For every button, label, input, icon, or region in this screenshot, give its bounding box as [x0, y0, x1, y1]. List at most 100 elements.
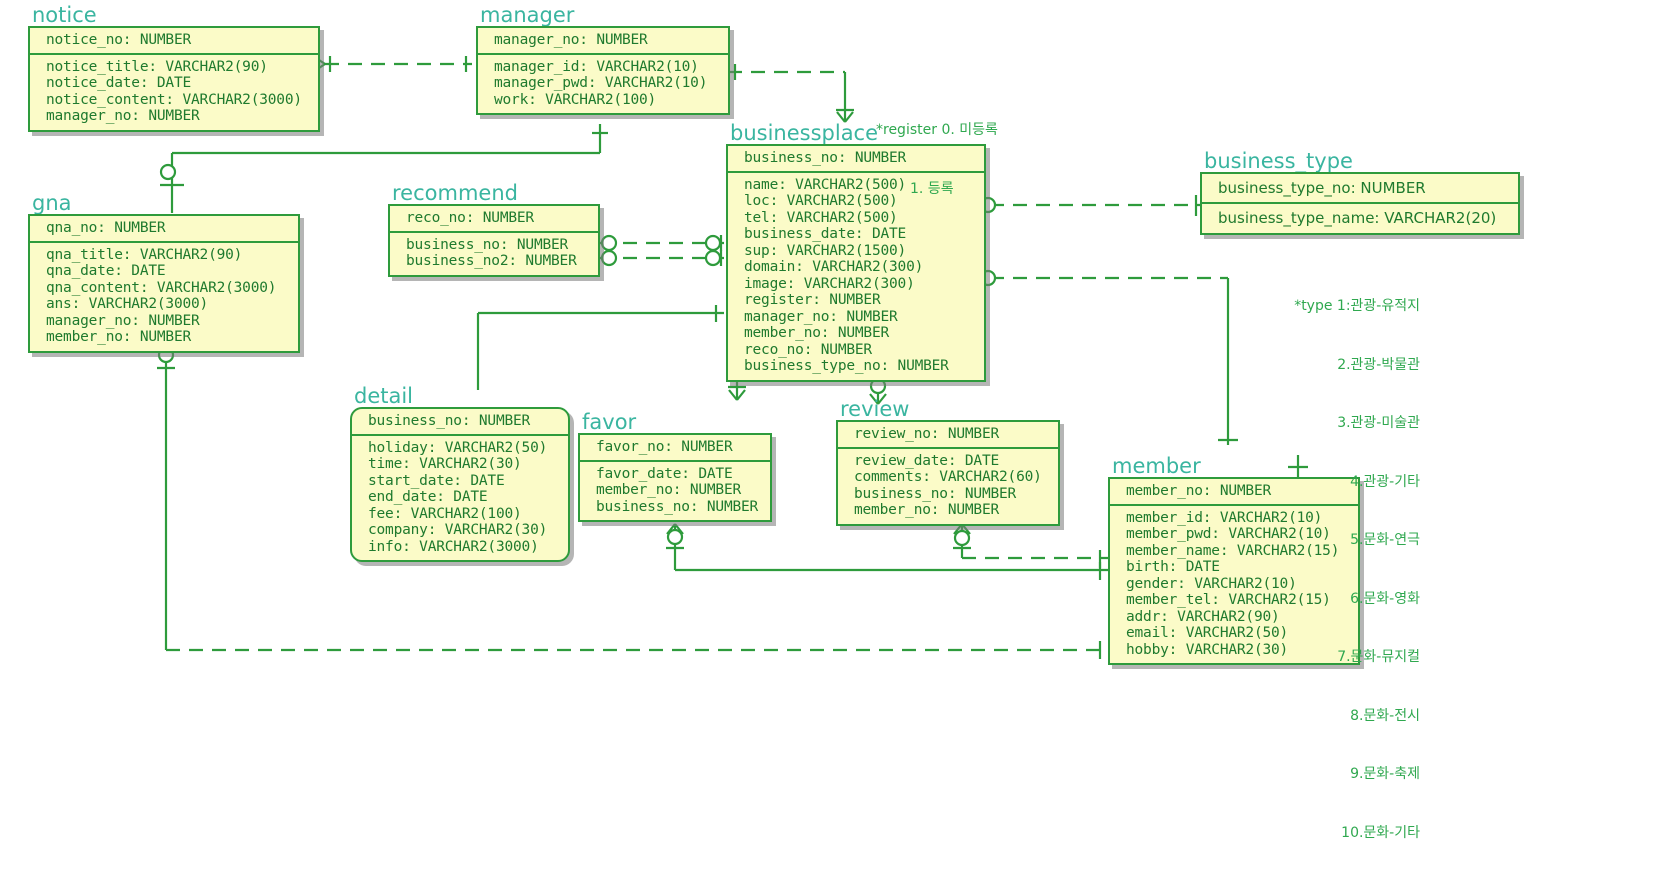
entity-title: detail: [354, 384, 414, 408]
attribute-row: holiday: VARCHAR2(50): [368, 439, 548, 456]
attribute-row: member_pwd: VARCHAR2(10): [1126, 526, 1331, 542]
note-line: 1. 등록: [910, 180, 954, 197]
entity-favor[interactable]: favor favor_no: NUMBER favor_date: DATE …: [578, 411, 772, 522]
note-line: *register 0. 미등록: [876, 122, 998, 138]
entity-title: notice: [32, 3, 97, 27]
attribute-row: fee: VARCHAR2(100): [368, 505, 522, 522]
attribute-row: qna_content: VARCHAR2(3000): [46, 279, 277, 296]
attribute-row: business_date: DATE: [744, 226, 907, 242]
entity-title: gna: [32, 191, 72, 215]
entity-recommend[interactable]: recommend reco_no: NUMBER business_no: N…: [388, 182, 600, 277]
attribute-row: notice_date: DATE: [46, 75, 192, 91]
entity-pk-section: notice_no: NUMBER: [30, 28, 318, 55]
note-line: 10.문화-기타: [1341, 824, 1420, 841]
attribute-row: work: VARCHAR2(100): [494, 91, 657, 108]
entity-detail[interactable]: detail business_no: NUMBER holiday: VARC…: [350, 385, 570, 562]
attribute-row: business_no: NUMBER: [854, 485, 1017, 502]
attribute-row: business_type_no: NUMBER: [1218, 179, 1426, 197]
entity-attrs-section: holiday: VARCHAR2(50) time: VARCHAR2(30)…: [352, 436, 568, 561]
attribute-row: manager_id: VARCHAR2(10): [494, 58, 699, 75]
entity-title: business_type: [1204, 149, 1353, 173]
attribute-row: addr: VARCHAR2(90): [1126, 608, 1280, 625]
attribute-row: qna_title: VARCHAR2(90): [46, 246, 243, 263]
entity-gna[interactable]: gna qna_no: NUMBER qna_title: VARCHAR2(9…: [28, 192, 300, 353]
attribute-row: reco_no: NUMBER: [744, 341, 872, 358]
entity-box[interactable]: reco_no: NUMBER business_no: NUMBER busi…: [388, 204, 600, 277]
attribute-row: notice_content: VARCHAR2(3000): [46, 91, 302, 108]
attribute-row: review_no: NUMBER: [854, 426, 1000, 442]
entity-manager[interactable]: manager manager_no: NUMBER manager_id: V…: [476, 4, 730, 115]
entity-attrs-section: business_no: NUMBER business_no2: NUMBER: [390, 233, 598, 275]
entity-title: recommend: [392, 181, 518, 205]
entity-member[interactable]: member member_no: NUMBER member_id: VARC…: [1108, 455, 1360, 665]
entity-title: member: [1112, 454, 1201, 478]
attribute-row: end_date: DATE: [368, 489, 488, 505]
attribute-row: business_no: NUMBER: [406, 236, 569, 253]
attribute-row: company: VARCHAR2(30): [368, 522, 548, 538]
entity-attrs-section: name: VARCHAR2(500) loc: VARCHAR2(500) t…: [728, 173, 984, 380]
attribute-row: time: VARCHAR2(30): [368, 456, 522, 472]
note-line: 9.문화-축제: [1350, 766, 1420, 782]
entity-box[interactable]: member_no: NUMBER member_id: VARCHAR2(10…: [1108, 477, 1360, 665]
attribute-row: qna_date: DATE: [46, 263, 166, 279]
note-line: 4.관광-기타: [1350, 473, 1420, 490]
attribute-row: business_no: NUMBER: [744, 150, 907, 166]
entity-box[interactable]: business_no: NUMBER holiday: VARCHAR2(50…: [350, 407, 570, 562]
entity-pk-section: business_no: NUMBER: [728, 146, 984, 173]
attribute-row: notice_no: NUMBER: [46, 32, 192, 48]
attribute-row: reco_no: NUMBER: [406, 210, 534, 226]
entity-pk-section: qna_no: NUMBER: [30, 216, 298, 243]
attribute-row: tel: VARCHAR2(500): [744, 209, 898, 226]
attribute-row: business_type_no: NUMBER: [744, 358, 949, 374]
attribute-row: domain: VARCHAR2(300): [744, 259, 924, 275]
entity-pk-section: manager_no: NUMBER: [478, 28, 728, 55]
note-line: 6.문화-영화: [1350, 590, 1420, 607]
attribute-row: member_id: VARCHAR2(10): [1126, 509, 1323, 526]
entity-pk-section: member_no: NUMBER: [1110, 479, 1358, 506]
entity-box[interactable]: business_no: NUMBER name: VARCHAR2(500) …: [726, 144, 986, 382]
attribute-row: loc: VARCHAR2(500): [744, 193, 898, 209]
attribute-row: member_no: NUMBER: [854, 502, 1000, 518]
entity-box[interactable]: business_type_no: NUMBER business_type_n…: [1200, 172, 1520, 235]
attribute-row: member_tel: VARCHAR2(15): [1126, 592, 1331, 608]
entity-attrs-section: business_type_name: VARCHAR2(20): [1202, 204, 1518, 233]
attribute-row: business_no: NUMBER: [368, 413, 531, 429]
entity-businessplace[interactable]: businessplace business_no: NUMBER name: …: [726, 122, 986, 382]
attribute-row: hobby: VARCHAR2(30): [1126, 641, 1289, 658]
attribute-row: name: VARCHAR2(500): [744, 176, 907, 193]
attribute-row: manager_no: NUMBER: [744, 308, 898, 325]
entity-pk-section: reco_no: NUMBER: [390, 206, 598, 233]
er-diagram-canvas: notice notice_no: NUMBER notice_title: V…: [28, 4, 1520, 841]
attribute-row: email: VARCHAR2(50): [1126, 625, 1289, 641]
entity-box[interactable]: notice_no: NUMBER notice_title: VARCHAR2…: [28, 26, 320, 132]
entity-box[interactable]: favor_no: NUMBER favor_date: DATE member…: [578, 433, 772, 522]
attribute-row: info: VARCHAR2(3000): [368, 538, 539, 555]
attribute-row: gender: VARCHAR2(10): [1126, 575, 1297, 592]
note-line: 3.관광-미술관: [1337, 415, 1420, 431]
entity-pk-section: business_type_no: NUMBER: [1202, 174, 1518, 204]
attribute-row: ans: VARCHAR2(3000): [46, 296, 209, 312]
entity-box[interactable]: qna_no: NUMBER qna_title: VARCHAR2(90) q…: [28, 214, 300, 353]
attribute-row: manager_pwd: VARCHAR2(10): [494, 75, 708, 91]
entity-pk-section: business_no: NUMBER: [352, 409, 568, 436]
attribute-row: business_type_name: VARCHAR2(20): [1218, 209, 1497, 227]
note-line: 2.관광-박물관: [1337, 356, 1420, 373]
entity-pk-section: review_no: NUMBER: [838, 422, 1058, 449]
entity-attrs-section: review_date: DATE comments: VARCHAR2(60)…: [838, 449, 1058, 524]
attribute-row: member_name: VARCHAR2(15): [1126, 542, 1340, 559]
entity-box[interactable]: manager_no: NUMBER manager_id: VARCHAR2(…: [476, 26, 730, 115]
entity-notice[interactable]: notice notice_no: NUMBER notice_title: V…: [28, 4, 320, 132]
entity-business-type[interactable]: business_type business_type_no: NUMBER b…: [1200, 150, 1520, 235]
attribute-row: notice_title: VARCHAR2(90): [46, 58, 268, 75]
attribute-row: member_no: NUMBER: [596, 482, 742, 498]
attribute-row: manager_no: NUMBER: [46, 312, 200, 329]
attribute-row: member_no: NUMBER: [744, 325, 890, 341]
entity-pk-section: favor_no: NUMBER: [580, 435, 770, 462]
attribute-row: qna_no: NUMBER: [46, 220, 166, 236]
note-line: 8.문화-전시: [1350, 707, 1420, 724]
attribute-row: review_date: DATE: [854, 452, 1000, 469]
attribute-row: birth: DATE: [1126, 559, 1220, 575]
note-line: 7.문화-뮤지컬: [1337, 649, 1420, 665]
entity-review[interactable]: review review_no: NUMBER review_date: DA…: [836, 398, 1060, 526]
entity-box[interactable]: review_no: NUMBER review_date: DATE comm…: [836, 420, 1060, 526]
